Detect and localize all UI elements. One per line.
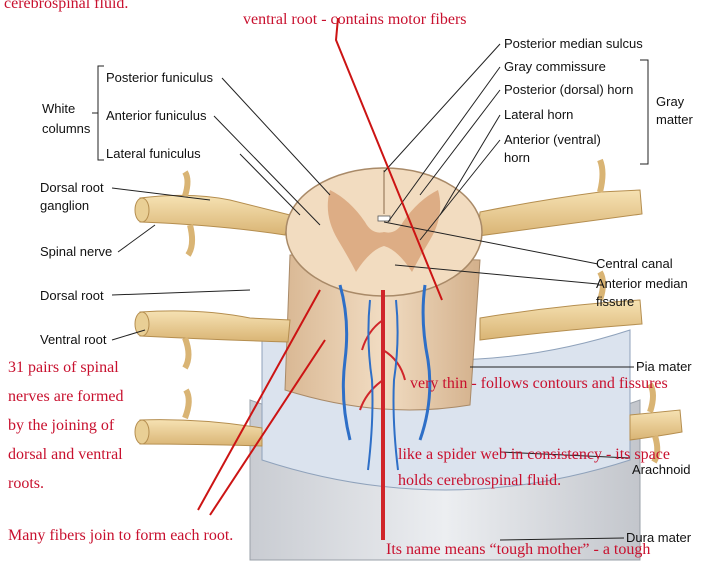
label-anterior-horn-1: Anterior (ventral) <box>504 132 601 147</box>
label-posterior-median-sulcus: Posterior median sulcus <box>504 36 643 51</box>
note-pairs-2: nerves are formed <box>8 388 124 405</box>
note-pia: very thin - follows contours and fissure… <box>410 375 668 392</box>
label-white-columns-1: White <box>42 101 75 116</box>
label-ventral-root: Ventral root <box>40 332 107 347</box>
label-anterior-median-fissure-2: fissure <box>596 294 634 309</box>
note-pairs-3: by the joining of <box>8 417 115 434</box>
label-pia-mater: Pia mater <box>636 359 692 374</box>
label-dorsal-root-ganglion-1: Dorsal root <box>40 180 104 195</box>
label-lateral-horn: Lateral horn <box>504 107 573 122</box>
label-posterior-funiculus: Posterior funiculus <box>106 70 213 85</box>
central-canal-mark <box>378 216 390 221</box>
label-spinal-nerve: Spinal nerve <box>40 244 112 259</box>
label-anterior-median-fissure-1: Anterior median <box>596 276 688 291</box>
label-anterior-funiculus: Anterior funiculus <box>106 108 207 123</box>
label-gray-commissure: Gray commissure <box>504 59 606 74</box>
label-lateral-funiculus: Lateral funiculus <box>106 146 201 161</box>
note-top-left-cut: cerebrospinal fluid. <box>4 0 128 12</box>
label-central-canal: Central canal <box>596 256 673 271</box>
note-pairs-5: roots. <box>8 475 44 492</box>
note-fibers: Many fibers join to form each root. <box>8 527 233 544</box>
label-dorsal-root-ganglion-2: ganglion <box>40 198 89 213</box>
label-gray-matter-2: matter <box>656 112 694 127</box>
label-dorsal-root: Dorsal root <box>40 288 104 303</box>
note-pairs-4: dorsal and ventral <box>8 446 123 463</box>
note-ventral-root: ventral root - contains motor fibers <box>243 11 467 28</box>
label-arachnoid: Arachnoid <box>632 462 691 477</box>
label-anterior-horn-2: horn <box>504 150 530 165</box>
note-pairs-1: 31 pairs of spinal <box>8 359 119 376</box>
label-white-columns-2: columns <box>42 121 91 136</box>
label-gray-matter-1: Gray <box>656 94 685 109</box>
label-posterior-horn: Posterior (dorsal) horn <box>504 82 633 97</box>
note-dura: Its name means “tough mother” - a tough <box>386 541 650 558</box>
note-arachnoid-1: like a spider web in consistency - its s… <box>398 446 670 463</box>
note-arachnoid-2: holds cerebrospinal fluid. <box>398 472 561 489</box>
